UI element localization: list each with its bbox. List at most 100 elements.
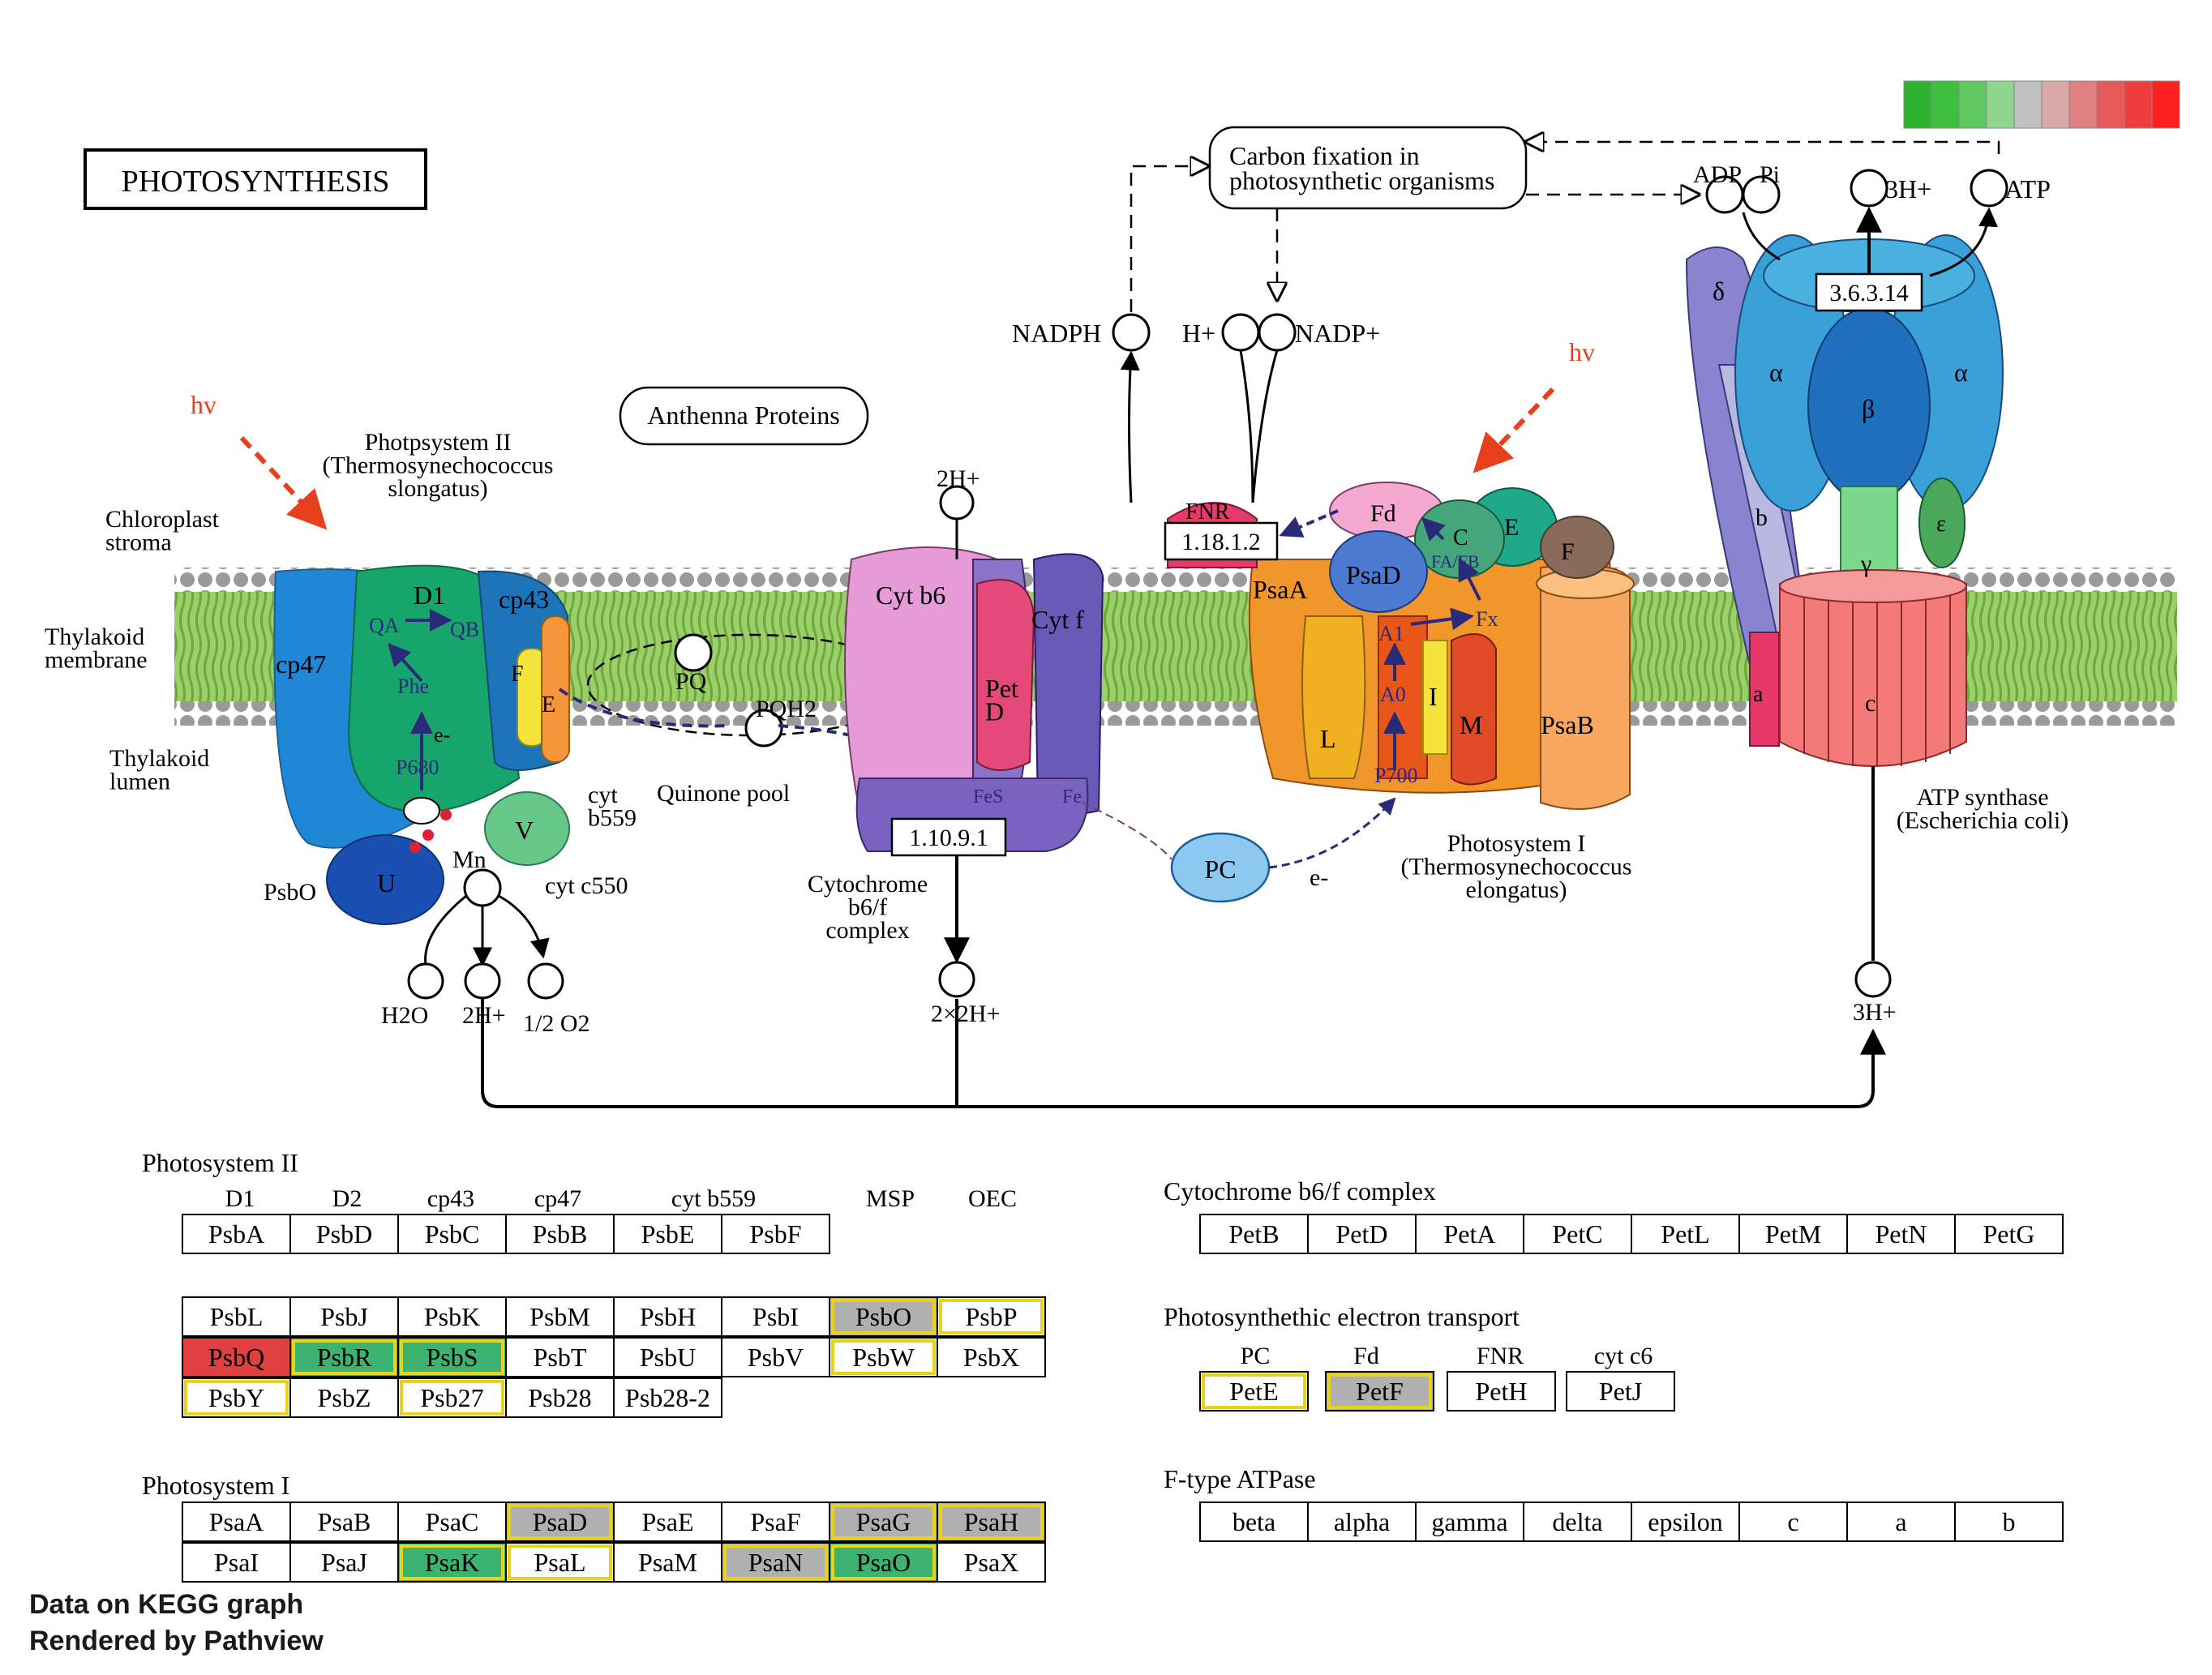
gene-cell-psac[interactable]: PsaC xyxy=(397,1502,507,1542)
gene-cell-alpha[interactable]: alpha xyxy=(1307,1502,1417,1542)
gene-name: PsaC xyxy=(426,1507,479,1536)
gene-cell-psbs[interactable]: PsbS xyxy=(397,1337,507,1377)
psii-header: MSP xyxy=(866,1185,915,1212)
gene-cell-peta[interactable]: PetA xyxy=(1415,1214,1524,1254)
gene-cell-pete[interactable]: PetE xyxy=(1199,1371,1309,1412)
gene-cell-psba[interactable]: PsbA xyxy=(182,1214,291,1254)
gene-cell-delta[interactable]: delta xyxy=(1523,1502,1632,1542)
gene-cell-petf[interactable]: PetF xyxy=(1325,1371,1434,1412)
hv-label-right: hv xyxy=(1569,337,1595,366)
gene-cell-c[interactable]: c xyxy=(1738,1502,1848,1542)
gene-cell-psbl[interactable]: PsbL xyxy=(182,1296,291,1337)
gene-cell-psbc[interactable]: PsbC xyxy=(397,1214,507,1254)
gene-cell-petl[interactable]: PetL xyxy=(1631,1214,1740,1254)
gene-cell-psbi[interactable]: PsbI xyxy=(721,1296,830,1337)
gene-cell-psah[interactable]: PsaH xyxy=(937,1502,1046,1542)
antenna-box[interactable] xyxy=(619,386,869,446)
gene-cell-psbq[interactable]: PsbQ xyxy=(182,1337,291,1377)
gene-cell-psbe[interactable]: PsbE xyxy=(613,1214,722,1254)
gene-cell-petg[interactable]: PetG xyxy=(1954,1214,2064,1254)
gene-cell-psag[interactable]: PsaG xyxy=(829,1502,938,1542)
m-label: M xyxy=(1460,710,1482,739)
psbo-label: PsbO xyxy=(264,879,316,906)
gene-cell-psbm[interactable]: PsbM xyxy=(505,1296,615,1337)
h2plus-top-label: 2H+ xyxy=(937,465,980,492)
gene-cell-psal[interactable]: PsaL xyxy=(505,1542,615,1583)
gene-cell-petm[interactable]: PetM xyxy=(1738,1214,1848,1254)
gene-cell-psbj[interactable]: PsbJ xyxy=(289,1296,399,1337)
gene-name: PsaM xyxy=(638,1548,697,1577)
gene-cell-a[interactable]: a xyxy=(1846,1502,1956,1542)
gene-cell-beta[interactable]: beta xyxy=(1199,1502,1309,1542)
psii-header: cp47 xyxy=(534,1185,581,1212)
ec-atp-label: 3.6.3.14 xyxy=(1829,280,1909,306)
gene-cell-psbo[interactable]: PsbO xyxy=(829,1296,938,1337)
gene-name: PsbB xyxy=(533,1219,588,1249)
gene-cell-psaf[interactable]: PsaF xyxy=(721,1502,830,1542)
gene-cell-psam[interactable]: PsaM xyxy=(613,1542,722,1583)
gene-cell-gamma[interactable]: gamma xyxy=(1415,1502,1524,1542)
u-label: U xyxy=(377,868,396,897)
gene-cell-epsilon[interactable]: epsilon xyxy=(1631,1502,1740,1542)
pq-label: PQ xyxy=(675,668,707,695)
gene-cell-psb27[interactable]: Psb27 xyxy=(397,1377,507,1418)
gene-cell-psbp[interactable]: PsbP xyxy=(937,1296,1046,1337)
gene-cell-b[interactable]: b xyxy=(1954,1502,2064,1542)
cp47-label: cp47 xyxy=(276,649,326,679)
ec-fnr-box[interactable] xyxy=(1164,521,1279,561)
gene-cell-psbu[interactable]: PsbU xyxy=(613,1337,722,1377)
fx-label: Fx xyxy=(1476,607,1498,631)
gene-name: PetN xyxy=(1875,1219,1927,1249)
gene-cell-psad[interactable]: PsaD xyxy=(505,1502,615,1542)
gene-cell-petj[interactable]: PetJ xyxy=(1566,1371,1675,1412)
gene-cell-psbf[interactable]: PsbF xyxy=(721,1214,830,1254)
gene-cell-petd[interactable]: PetD xyxy=(1307,1214,1417,1254)
ec-atp-box[interactable] xyxy=(1815,272,1923,312)
gene-cell-psb28-2[interactable]: Psb28-2 xyxy=(613,1377,722,1418)
gene-cell-psbw[interactable]: PsbW xyxy=(829,1337,938,1377)
gene-cell-peth[interactable]: PetH xyxy=(1447,1371,1556,1412)
gene-cell-psbz[interactable]: PsbZ xyxy=(289,1377,399,1418)
gene-cell-psax[interactable]: PsaX xyxy=(937,1542,1046,1583)
pet-table-title: Photosynthethic electron transport xyxy=(1164,1302,1520,1331)
gene-name: PetL xyxy=(1661,1219,1709,1249)
gene-cell-psai[interactable]: PsaI xyxy=(182,1542,291,1583)
gene-cell-psby[interactable]: PsbY xyxy=(182,1377,291,1418)
hv-label-left: hv xyxy=(191,390,216,419)
gene-name: PetE xyxy=(1229,1377,1278,1406)
gene-cell-psao[interactable]: PsaO xyxy=(829,1542,938,1583)
gene-cell-petc[interactable]: PetC xyxy=(1523,1214,1632,1254)
gene-name: PetM xyxy=(1765,1219,1821,1249)
gene-cell-psab[interactable]: PsaB xyxy=(289,1502,399,1542)
gene-cell-psbk[interactable]: PsbK xyxy=(397,1296,507,1337)
pc-label: PC xyxy=(1204,855,1236,884)
psii-header: cyt b559 xyxy=(671,1185,756,1212)
gene-cell-petn[interactable]: PetN xyxy=(1846,1214,1956,1254)
gene-cell-psaa[interactable]: PsaA xyxy=(182,1502,291,1542)
gene-cell-psan[interactable]: PsaN xyxy=(721,1542,830,1583)
gene-cell-psbr[interactable]: PsbR xyxy=(289,1337,399,1377)
ec-cyt-box[interactable] xyxy=(890,817,1007,857)
gene-name: PsbV xyxy=(748,1343,804,1372)
gene-cell-psb28[interactable]: Psb28 xyxy=(505,1377,615,1418)
gene-name: PetD xyxy=(1336,1219,1388,1249)
gene-cell-psbd[interactable]: PsbD xyxy=(289,1214,399,1254)
gene-name: PetF xyxy=(1356,1377,1404,1406)
gene-name: PsbS xyxy=(426,1343,478,1372)
h2x2plus-label: 2×2H+ xyxy=(931,1000,1001,1027)
gene-cell-psae[interactable]: PsaE xyxy=(613,1502,722,1542)
gene-cell-psbb[interactable]: PsbB xyxy=(505,1214,615,1254)
gene-name: PetH xyxy=(1476,1377,1528,1406)
gene-cell-psbh[interactable]: PsbH xyxy=(613,1296,722,1337)
gene-cell-petb[interactable]: PetB xyxy=(1199,1214,1309,1254)
gene-cell-psbt[interactable]: PsbT xyxy=(505,1337,615,1377)
gene-cell-psak[interactable]: PsaK xyxy=(397,1542,507,1583)
gene-cell-psbx[interactable]: PsbX xyxy=(937,1337,1046,1377)
gene-cell-psbv[interactable]: PsbV xyxy=(721,1337,830,1377)
gene-cell-psaj[interactable]: PsaJ xyxy=(289,1542,399,1583)
